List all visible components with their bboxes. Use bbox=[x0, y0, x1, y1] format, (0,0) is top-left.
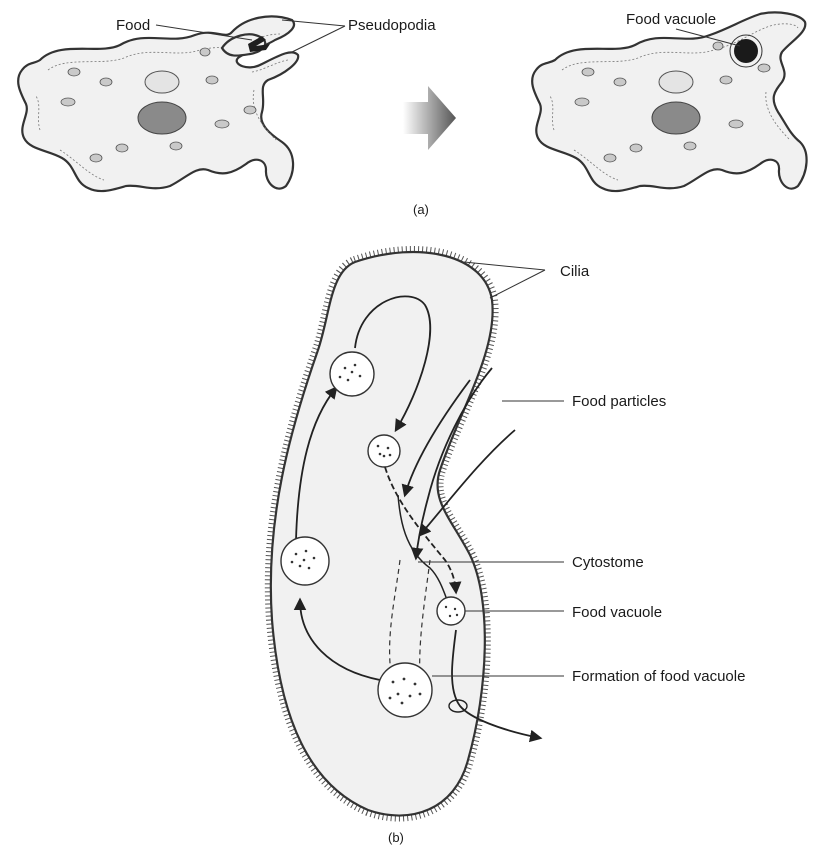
label-food-vacuole-b: Food vacuole bbox=[572, 604, 662, 621]
vacuole-2 bbox=[368, 435, 400, 467]
vacuole-4 bbox=[437, 597, 465, 625]
amoeba-before bbox=[18, 16, 298, 191]
contractile-vacuole-icon bbox=[145, 71, 179, 93]
caption-a: (a) bbox=[413, 202, 429, 217]
label-food: Food bbox=[116, 17, 150, 34]
food-vacuole-icon bbox=[734, 39, 758, 63]
label-food-particles: Food particles bbox=[572, 393, 666, 410]
label-pseudopodia: Pseudopodia bbox=[348, 17, 436, 34]
transition-arrow-icon bbox=[403, 86, 456, 150]
label-cilia: Cilia bbox=[560, 263, 590, 280]
amoeba-after bbox=[532, 12, 806, 191]
nucleus-icon bbox=[652, 102, 700, 134]
nucleus-icon bbox=[138, 102, 186, 134]
vacuole-3 bbox=[281, 537, 329, 585]
vacuole-1 bbox=[330, 352, 374, 396]
contractile-vacuole-icon bbox=[659, 71, 693, 93]
label-cytostome: Cytostome bbox=[572, 554, 644, 571]
caption-b: (b) bbox=[388, 830, 404, 845]
label-formation: Formation of food vacuole bbox=[572, 668, 745, 685]
label-food-vacuole-a: Food vacuole bbox=[626, 11, 716, 28]
vacuole-5 bbox=[378, 663, 432, 717]
panel-b: Cilia Food particles Cytostome Food vacu… bbox=[271, 252, 746, 845]
panel-a: Food Pseudopodia Food vacuole (a) bbox=[18, 11, 806, 217]
